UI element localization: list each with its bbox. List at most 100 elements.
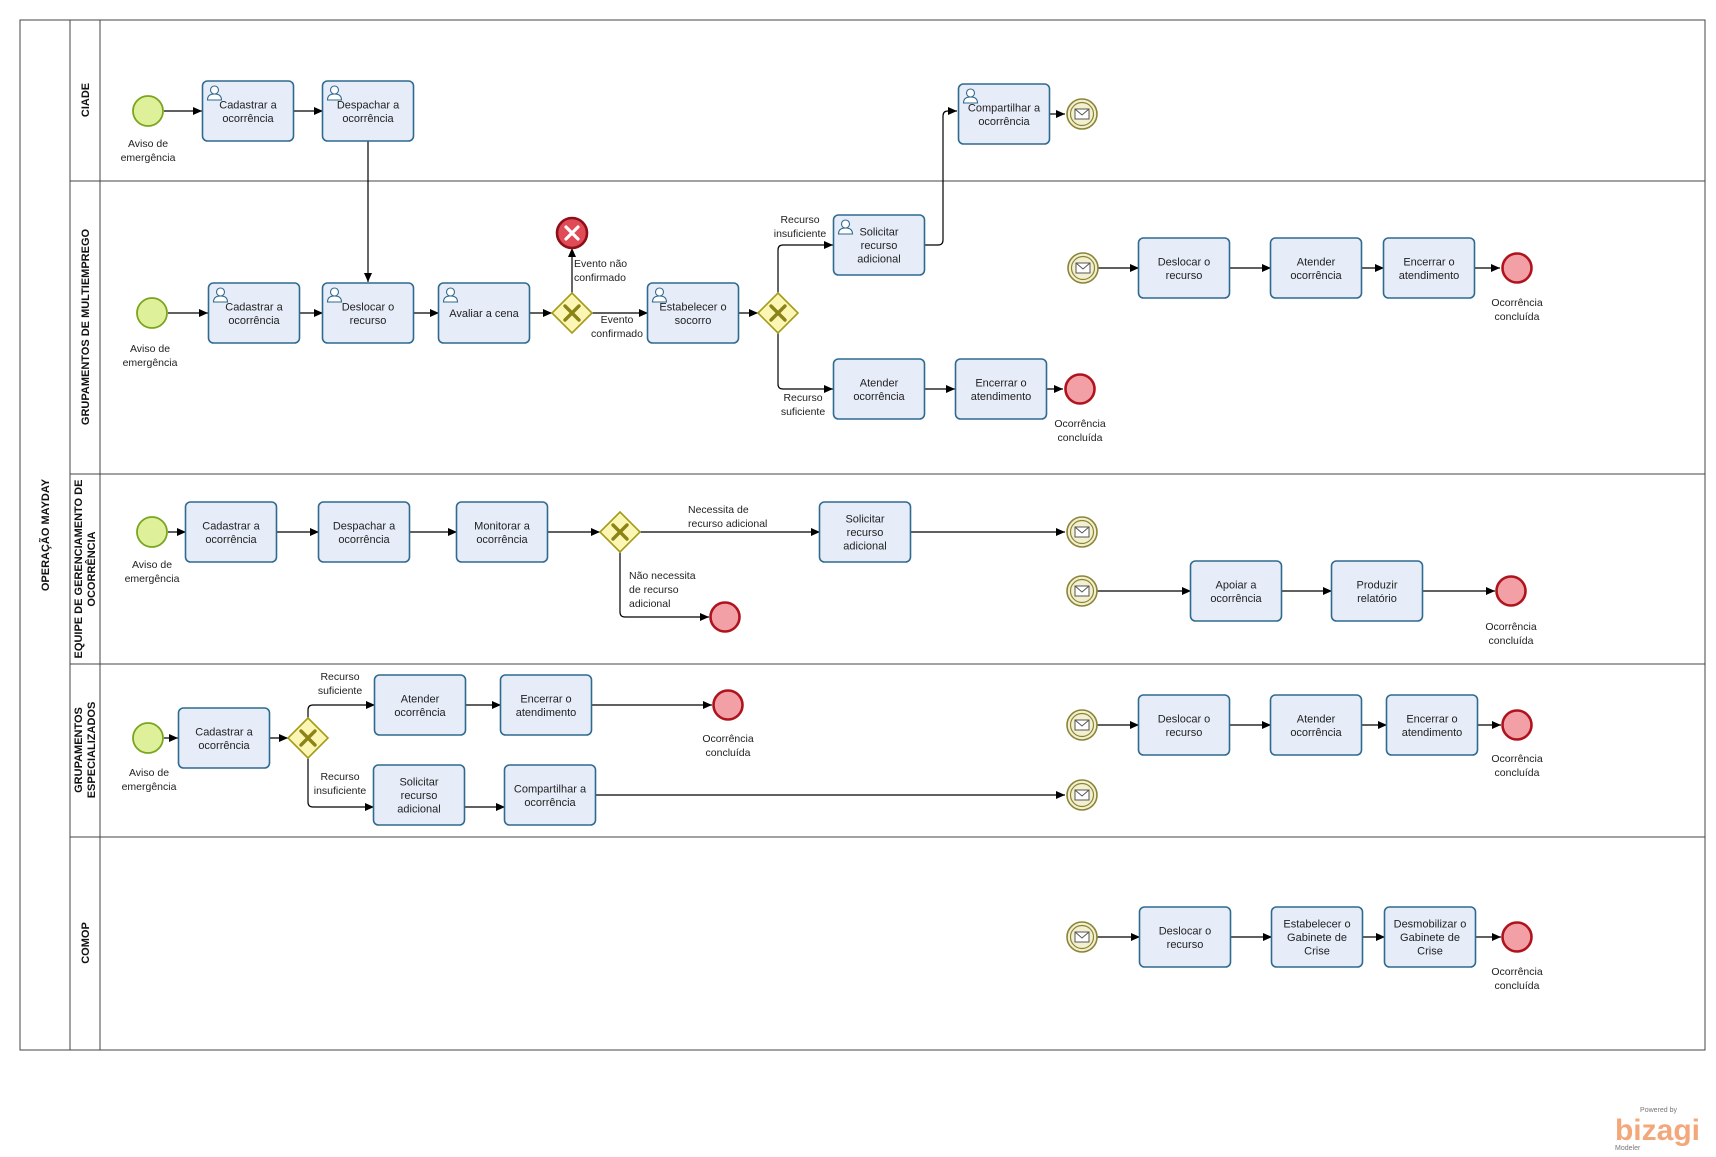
end-event[interactable] bbox=[1501, 709, 1533, 741]
envelope-icon bbox=[1074, 931, 1090, 943]
x-marker-icon bbox=[611, 523, 629, 541]
end-event[interactable] bbox=[1495, 575, 1527, 607]
lane-title-ciade: CIADE bbox=[80, 83, 92, 117]
start-event[interactable] bbox=[136, 516, 168, 548]
message-event[interactable] bbox=[1066, 709, 1098, 741]
lane-title-especializados: GRUPAMENTOSESPECIALIZADOS bbox=[73, 702, 98, 799]
end-event[interactable] bbox=[1501, 252, 1533, 284]
x-marker-icon bbox=[563, 304, 581, 322]
exclusive-gateway[interactable] bbox=[598, 510, 642, 554]
exclusive-gateway[interactable] bbox=[550, 291, 594, 335]
user-task-icon bbox=[212, 287, 229, 303]
task-m-aval[interactable]: Avaliar a cena bbox=[437, 282, 531, 344]
envelope-icon bbox=[1074, 526, 1090, 538]
start-event[interactable] bbox=[132, 722, 164, 754]
x-marker-icon bbox=[769, 304, 787, 322]
exclusive-gateway[interactable] bbox=[286, 716, 330, 760]
bizagi-wordmark: bizagi bbox=[1615, 1114, 1700, 1147]
powered-by-label: Powered by bbox=[1640, 1107, 1677, 1114]
envelope-icon bbox=[1074, 108, 1090, 120]
envelope-icon bbox=[1075, 262, 1091, 274]
user-task-icon bbox=[326, 287, 343, 303]
message-event[interactable] bbox=[1066, 516, 1098, 548]
user-task-icon bbox=[442, 287, 459, 303]
exclusive-gateway[interactable] bbox=[756, 291, 800, 335]
bizagi-logo: Powered by bizagi Modeler bbox=[1615, 1107, 1700, 1152]
message-event[interactable] bbox=[1067, 252, 1099, 284]
end-event[interactable] bbox=[712, 689, 744, 721]
start-event[interactable] bbox=[132, 95, 164, 127]
end-event[interactable] bbox=[1064, 373, 1096, 405]
message-event[interactable] bbox=[1066, 779, 1098, 811]
user-task-icon bbox=[326, 85, 343, 101]
lane-title-comop: COMOP bbox=[80, 922, 92, 964]
error-end-event[interactable] bbox=[555, 216, 589, 250]
lane-title-multiemprego: GRUPAMENTOS DE MULTIEMPREGO bbox=[80, 228, 92, 425]
message-event[interactable] bbox=[1066, 921, 1098, 953]
envelope-icon bbox=[1074, 719, 1090, 731]
end-event[interactable] bbox=[709, 601, 741, 633]
task-label: Avaliar a cena bbox=[449, 308, 519, 320]
end-event[interactable] bbox=[1501, 921, 1533, 953]
lane-title-equipe: EQUIPE DE GERENCIAMENTO DEOCORRÊNCIA bbox=[73, 480, 98, 659]
message-event[interactable] bbox=[1066, 575, 1098, 607]
message-event[interactable] bbox=[1066, 98, 1098, 130]
start-event[interactable] bbox=[136, 297, 168, 329]
